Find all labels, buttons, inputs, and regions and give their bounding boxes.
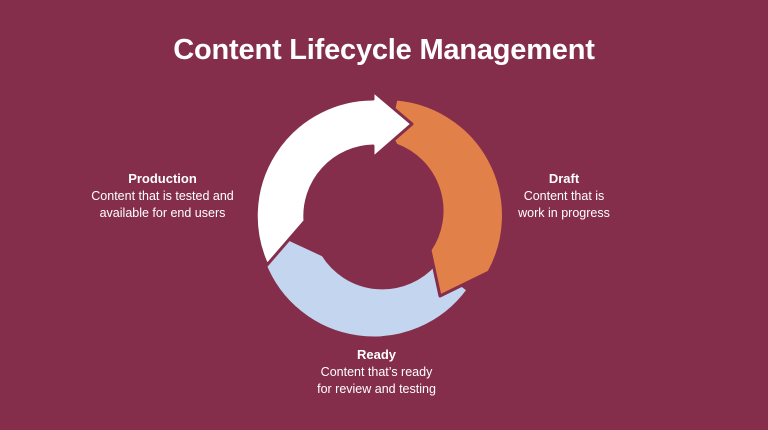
stage-ready-description: Content that’s ready for review and test… bbox=[294, 364, 459, 398]
stage-draft: Draft Content that is work in progress bbox=[505, 170, 623, 222]
stage-production: Production Content that is tested and av… bbox=[80, 170, 245, 222]
stage-production-heading: Production bbox=[128, 171, 197, 186]
stage-ready-heading: Ready bbox=[356, 347, 397, 362]
draft-arrow bbox=[387, 97, 505, 298]
ready-arrow bbox=[262, 233, 470, 340]
production-arrow bbox=[254, 89, 414, 267]
stage-ready-description-line: for review and testing bbox=[317, 382, 436, 396]
stage-ready-description-line: Content that’s ready bbox=[320, 365, 433, 379]
diagram-title: Content Lifecycle Management bbox=[173, 34, 595, 66]
stage-production-description-line: available for end users bbox=[99, 206, 226, 220]
stage-draft-description: Content that is work in progress bbox=[505, 188, 623, 222]
stage-draft-description-line: Content that is bbox=[523, 189, 605, 203]
stage-production-description-line: Content that is tested and bbox=[91, 189, 234, 203]
stage-ready: Ready Content that’s ready for review an… bbox=[294, 346, 459, 398]
stage-production-description: Content that is tested and available for… bbox=[80, 188, 245, 222]
stage-draft-description-line: work in progress bbox=[518, 206, 610, 220]
stage-draft-heading: Draft bbox=[548, 171, 580, 186]
